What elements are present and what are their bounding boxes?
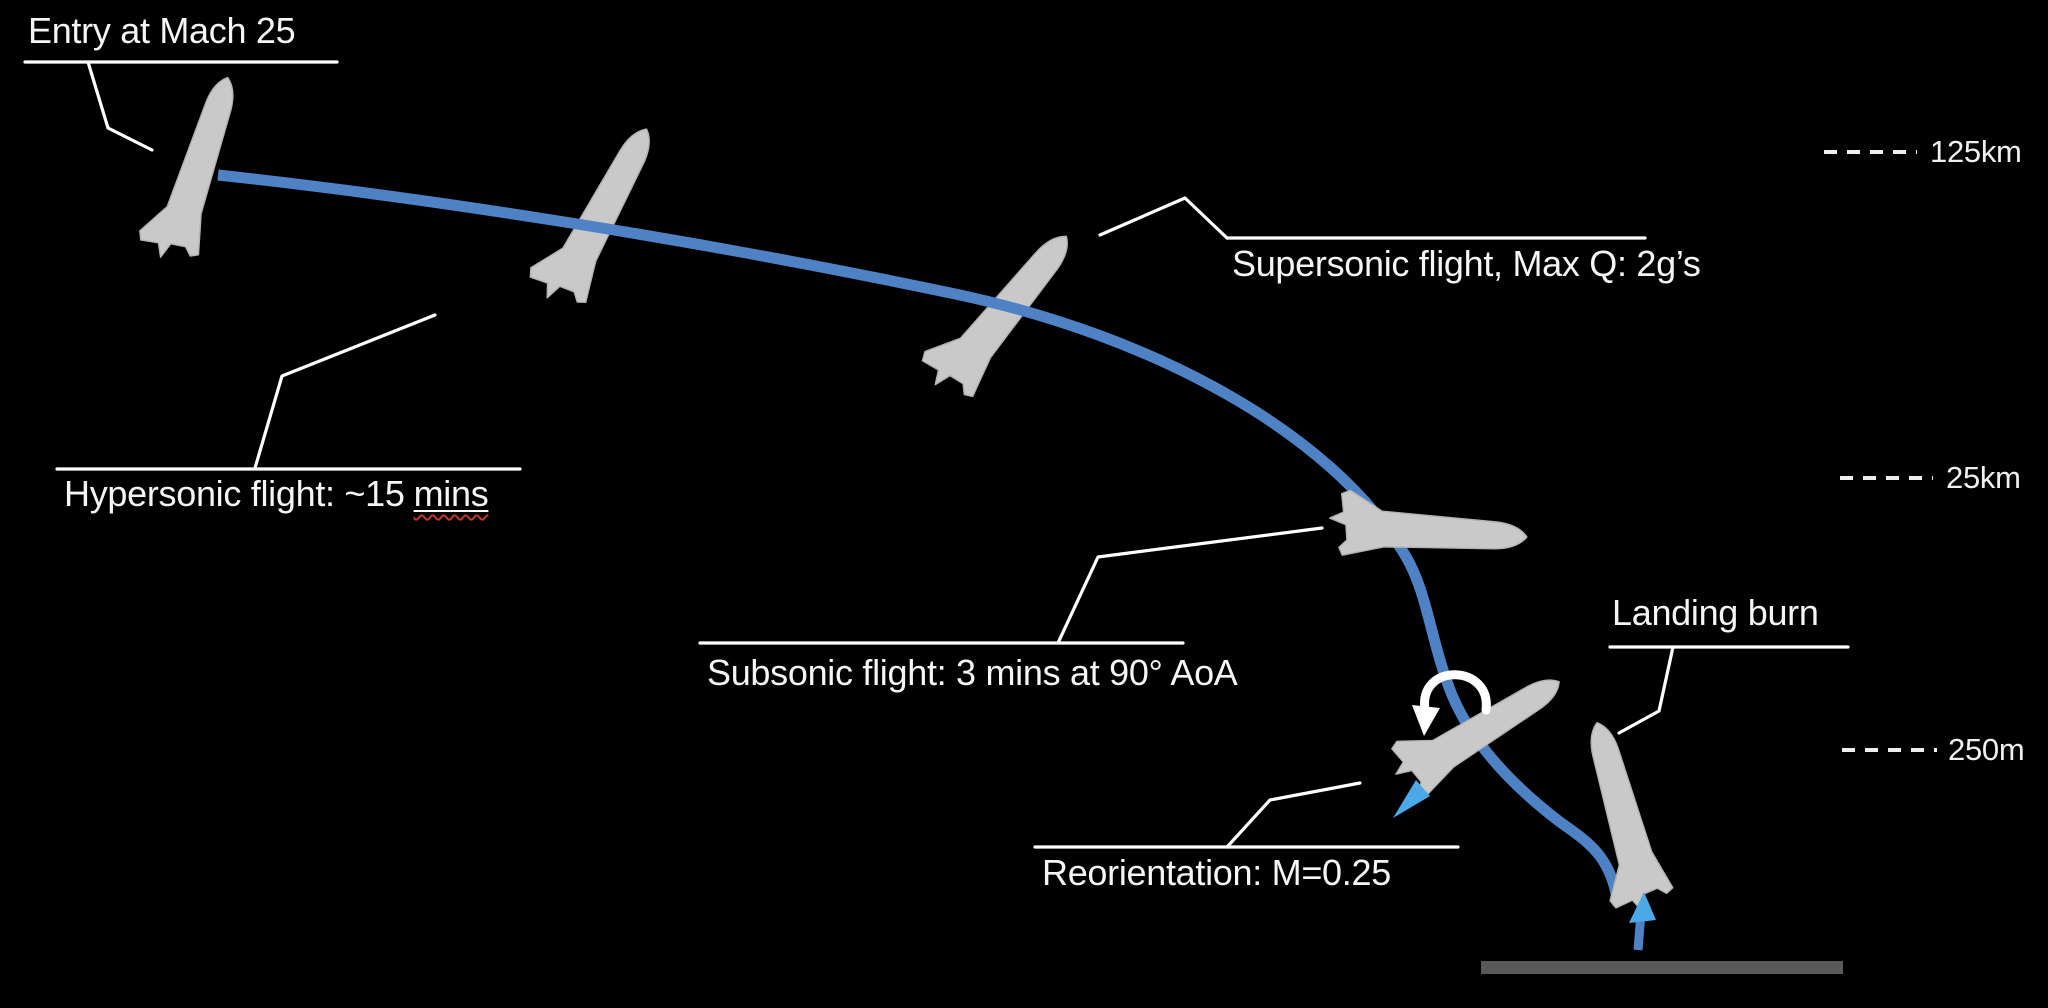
hypersonic-leader-line [253,313,437,470]
hypersonic-flagged-word: mins [413,473,489,514]
supersonic-label: Supersonic flight, Max Q: 2g’s [1232,243,1701,284]
rocket-supersonic [912,212,1089,409]
reorientation-leader-line [1225,781,1362,849]
rocket-reorientation [1380,650,1574,805]
ground-line [1481,961,1843,974]
entry-label: Entry at Mach 25 [28,10,296,51]
subsonic-label: Subsonic flight: 3 mins at 90° AoA [707,652,1238,693]
landing-burn-label: Landing burn [1612,592,1819,633]
rocket-landing [1561,714,1678,920]
flip-maneuver-arrow-icon [1412,670,1491,736]
rocket-subsonic-bellyflop [1327,488,1530,566]
hypersonic-flagged-word-wrap: mins [414,473,489,514]
entry-leader-line [86,60,154,152]
hypersonic-label-text: Hypersonic flight: ~15 [64,473,405,514]
altitude-label-25km: 25km [1946,460,2021,495]
altitude-label-250m: 250m [1948,732,2025,767]
engine-flame-landing-icon [1629,892,1656,951]
supersonic-leader-line [1098,196,1229,240]
landing-burn-leader-line [1617,645,1675,735]
trajectory-path [217,169,1624,906]
engine-flame-reorientation-icon [1393,780,1430,818]
reorientation-label: Reorientation: M=0.25 [1042,852,1391,893]
subsonic-leader-line [1056,526,1324,645]
altitude-label-125km: 125km [1930,134,2022,169]
rocket-entry [133,65,255,269]
